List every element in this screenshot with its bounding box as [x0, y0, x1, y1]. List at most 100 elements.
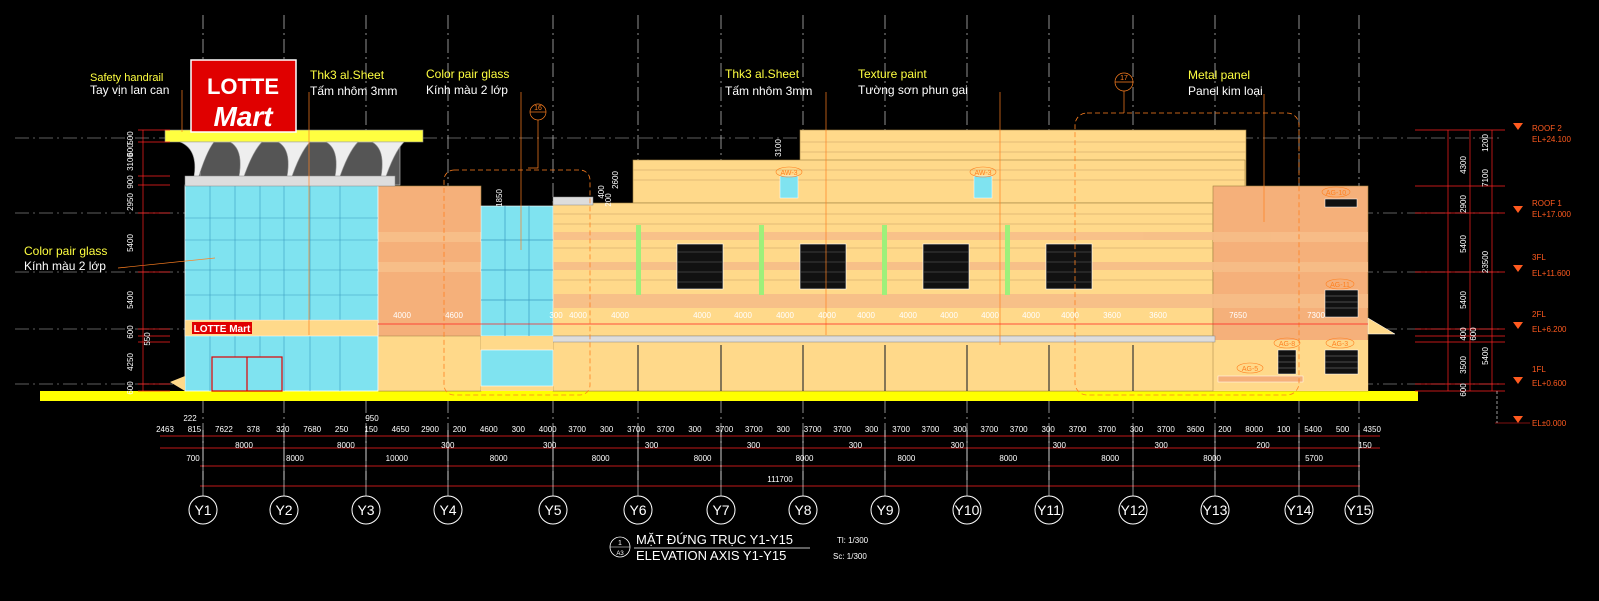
- axis-label-y15: Y15: [1347, 502, 1372, 518]
- color-glass-label-2-vi: Kính màu 2 lớp: [24, 259, 106, 273]
- svg-text:4000: 4000: [393, 311, 411, 320]
- svg-text:7100: 7100: [1481, 169, 1490, 187]
- svg-text:3100: 3100: [126, 153, 135, 171]
- dim-row2-value: 150: [1358, 441, 1372, 450]
- thk3-sheet-label-2-vi: Tấm nhôm 3mm: [725, 84, 812, 98]
- dim-row1-value: 3700: [1157, 425, 1175, 434]
- svg-text:4000: 4000: [857, 311, 875, 320]
- dim-row1-value: 8000: [1245, 425, 1263, 434]
- title-block: 1 A3 MẶT ĐỨNG TRỤC Y1-Y15 ELEVATION AXIS…: [609, 532, 869, 563]
- svg-text:4000: 4000: [611, 311, 629, 320]
- dim-row1-value: 300: [1130, 425, 1144, 434]
- svg-text:950: 950: [365, 414, 379, 423]
- callout-outlines: [443, 112, 1300, 396]
- main-block: [544, 129, 1396, 392]
- axis-label-y5: Y5: [544, 502, 561, 518]
- dim-row1-value: 3700: [627, 425, 645, 434]
- dim-row2-value: 8000: [999, 454, 1017, 463]
- axis-label-y3: Y3: [357, 502, 374, 518]
- dim-row1-value: 2900: [421, 425, 439, 434]
- dim-row2-value: 8000: [1101, 454, 1119, 463]
- safety-handrail-label: Safety handrail: [90, 72, 163, 84]
- dim-row2-value: 300: [1155, 441, 1169, 450]
- svg-text:1FL: 1FL: [1532, 365, 1546, 374]
- svg-text:4000: 4000: [1061, 311, 1079, 320]
- dim-row2-value: 300: [951, 441, 965, 450]
- dim-row2-value: 8000: [1203, 454, 1221, 463]
- sign-lotte-text: LOTTE: [207, 74, 279, 99]
- axis-label-y12: Y12: [1121, 502, 1146, 518]
- svg-text:200: 200: [604, 193, 613, 207]
- dim-row1-value: 150: [364, 425, 378, 434]
- thk3-sheet-label-1: Thk3 al.Sheet: [310, 68, 385, 82]
- axis-label-y4: Y4: [439, 502, 456, 518]
- svg-text:550: 550: [143, 332, 152, 346]
- dim-row1-value: 3700: [745, 425, 763, 434]
- svg-text:5400: 5400: [126, 234, 135, 252]
- svg-text:AG-8: AG-8: [1279, 341, 1295, 348]
- title-number: 1: [618, 540, 622, 547]
- title-vi: MẶT ĐỨNG TRỤC Y1-Y15: [636, 532, 793, 547]
- svg-text:600: 600: [1469, 327, 1478, 341]
- color-glass-label-2: Color pair glass: [24, 244, 107, 258]
- callout-bubbles: 16 17: [534, 75, 1128, 112]
- svg-text:5400: 5400: [126, 291, 135, 309]
- color-glass-label-1-vi: Kính màu 2 lớp: [426, 83, 508, 97]
- scale-en: Sc: 1/300: [833, 552, 867, 561]
- left-dimensions: 500 3100 600 900 2950 5400 5400 600 550 …: [126, 129, 170, 395]
- svg-text:EL+17.000: EL+17.000: [1532, 210, 1571, 219]
- svg-text:4000: 4000: [693, 311, 711, 320]
- color-glass-label-1: Color pair glass: [426, 67, 509, 81]
- dim-row1-value: 4650: [392, 425, 410, 434]
- element-tags: AW-3 AW-3 AG-10 AG-11 AG-3 AG-8 AG-5: [775, 166, 1355, 374]
- svg-text:5400: 5400: [1481, 347, 1490, 365]
- dim-row2-value: 8000: [592, 454, 610, 463]
- dim-row1-value: 300: [777, 425, 791, 434]
- svg-text:AG-3: AG-3: [1332, 341, 1348, 348]
- svg-text:ROOF 1: ROOF 1: [1532, 199, 1562, 208]
- dim-row2-value: 5700: [1305, 454, 1323, 463]
- axis-label-y11: Y11: [1037, 502, 1061, 518]
- svg-text:7300: 7300: [1307, 311, 1325, 320]
- svg-text:EL+6.200: EL+6.200: [1532, 325, 1567, 334]
- texture-paint-label-vi: Tường sơn phun gai: [858, 83, 968, 97]
- dim-row1-value: 3700: [657, 425, 675, 434]
- svg-text:4000: 4000: [899, 311, 917, 320]
- svg-text:600: 600: [126, 381, 135, 395]
- dim-row1-value: 300: [865, 425, 879, 434]
- dim-row2-value: 300: [1053, 441, 1067, 450]
- axis-label-y1: Y1: [194, 502, 211, 518]
- svg-text:600: 600: [126, 325, 135, 339]
- svg-text:16: 16: [534, 105, 542, 112]
- svg-text:500: 500: [126, 131, 135, 145]
- svg-text:EL+24.100: EL+24.100: [1532, 135, 1571, 144]
- dim-row1-value: 3700: [804, 425, 822, 434]
- svg-text:AW-3: AW-3: [974, 170, 991, 177]
- svg-text:4000: 4000: [734, 311, 752, 320]
- lotte-mart-sign: LOTTE Mart LOTTE Mart: [190, 59, 297, 335]
- svg-text:4000: 4000: [569, 311, 587, 320]
- svg-text:4600: 4600: [445, 311, 463, 320]
- dim-row1-value: 2463: [156, 425, 174, 434]
- dim-row1-value: 3700: [892, 425, 910, 434]
- dim-row1-value: 815: [188, 425, 202, 434]
- title-en: ELEVATION AXIS Y1-Y15: [636, 548, 786, 563]
- material-annotations: Safety handrail Tay vịn lan can Thk3 al.…: [24, 67, 1263, 273]
- dim-row1-value: 5400: [1304, 425, 1322, 434]
- svg-text:600: 600: [126, 143, 135, 157]
- svg-text:300: 300: [549, 311, 563, 320]
- svg-text:4250: 4250: [126, 353, 135, 371]
- texture-paint-label: Texture paint: [858, 67, 927, 81]
- svg-text:AG-11: AG-11: [1330, 282, 1350, 289]
- leader-lines: [117, 72, 1265, 345]
- svg-text:7650: 7650: [1229, 311, 1247, 320]
- thk3-sheet-label-2: Thk3 al.Sheet: [725, 67, 800, 81]
- dim-row1-value: 3700: [568, 425, 586, 434]
- dim-row1-value: 3700: [1098, 425, 1116, 434]
- dim-row1-value: 300: [1042, 425, 1056, 434]
- svg-text:900: 900: [126, 175, 135, 189]
- dim-row1-value: 4600: [480, 425, 498, 434]
- svg-text:AG-10: AG-10: [1326, 190, 1346, 197]
